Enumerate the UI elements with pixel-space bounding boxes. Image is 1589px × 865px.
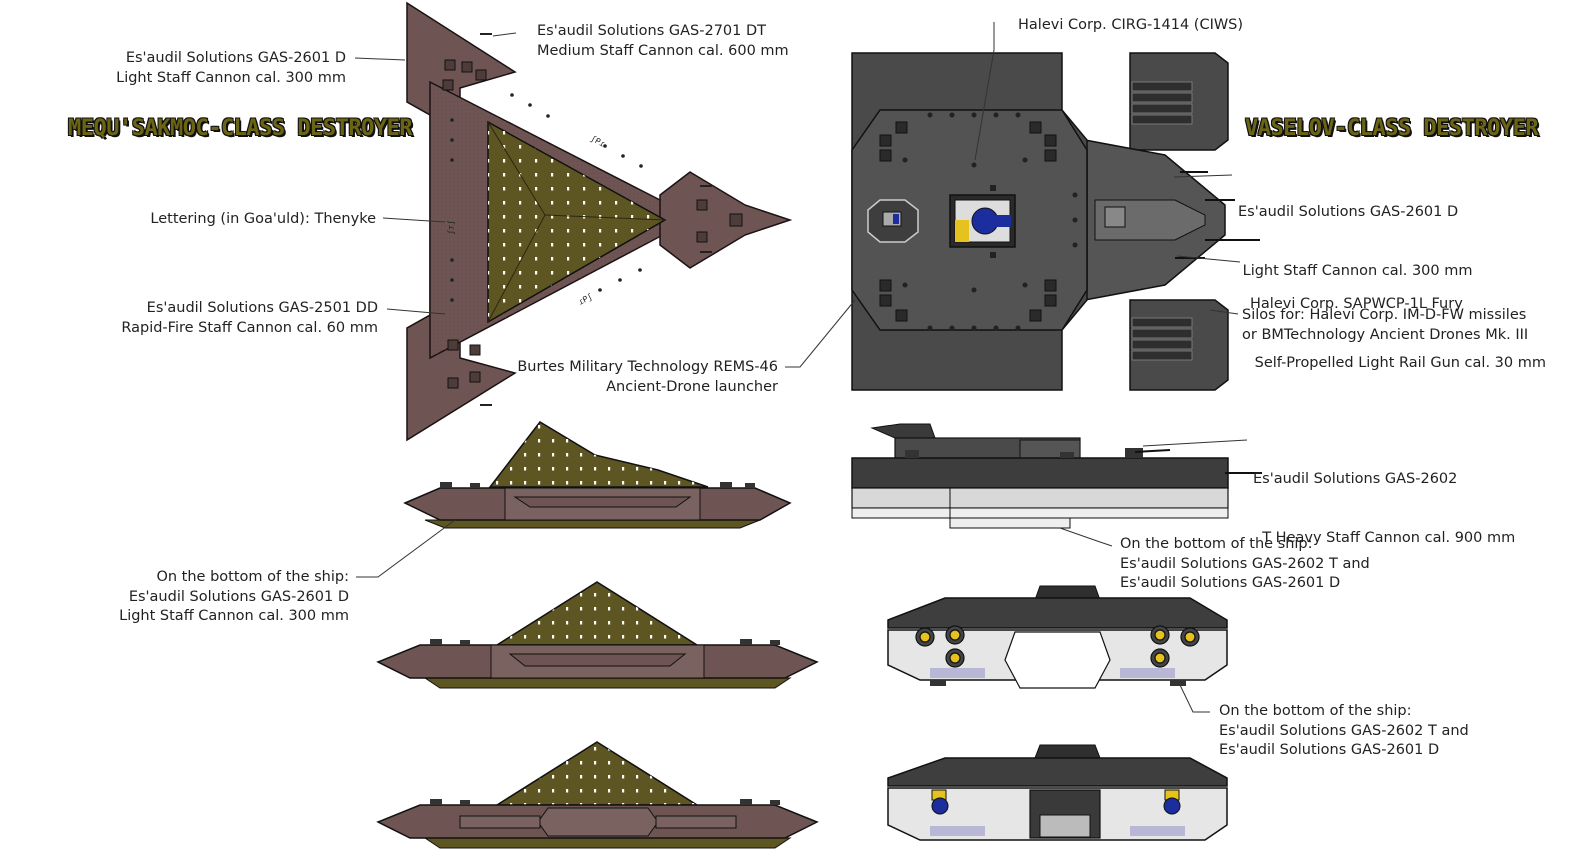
label-gas2501: Es'audil Solutions GAS-2501 DD Rapid-Fir… — [121, 300, 378, 336]
earth-front-wing — [887, 597, 1228, 629]
title-mequsakmoc: Mequ'sakmoc-class destroyer — [68, 116, 413, 141]
label-gas2701: Es'audil Solutions GAS-2701 DT Medium St… — [537, 23, 789, 59]
svg-text:ɾᑭʃ: ɾᑭʃ — [577, 292, 594, 307]
missile-silos-upper — [1131, 81, 1193, 125]
mequsakmoc-rear-view — [376, 741, 819, 849]
label-rems46: Burtes Military Technology REMS-46 Ancie… — [517, 359, 778, 395]
svg-text:ʃɾʃ: ʃɾʃ — [447, 220, 456, 235]
title-vaselov: Vaselov-class destroyer — [1245, 116, 1539, 141]
earth-hull-side — [851, 457, 1229, 489]
label-gas2601-left: Es'audil Solutions GAS-2601 D Light Staf… — [116, 50, 346, 86]
label-bottom-right-1: On the bottom of the ship: Es'audil Solu… — [1120, 536, 1370, 591]
earth-rear-wing — [887, 757, 1228, 787]
missile-silos-lower — [1131, 317, 1193, 361]
leader-lines — [354, 22, 1248, 713]
mequsakmoc-side-view — [403, 421, 792, 529]
label-cirg: Halevi Corp. CIRG-1414 (CIWS) — [1018, 17, 1244, 33]
vaselov-rear-view — [887, 744, 1228, 841]
label-bottom-left: On the bottom of the ship: Es'audil Solu… — [119, 569, 349, 624]
label-sapwcp: Halevi Corp. SAPWCP-1L Fury Self-Propell… — [1250, 296, 1546, 371]
label-gas2601-right: Es'audil Solutions GAS-2601 D Light Staf… — [1238, 204, 1473, 279]
mequsakmoc-top-view: ʃᑭɾ ɾᑭʃ ʃɾʃ — [406, 1, 793, 442]
goauld-prow — [659, 171, 793, 269]
mequsakmoc-front-view — [376, 581, 819, 689]
vaselov-front-view — [887, 585, 1228, 689]
vaselov-side-view — [851, 423, 1262, 529]
vaselov-top-view — [851, 52, 1260, 391]
label-lettering: Lettering (in Goa'uld): Thenyke — [150, 211, 376, 227]
label-bottom-right-2: On the bottom of the ship: Es'audil Solu… — [1219, 703, 1469, 758]
label-silos: Silos for: Halevi Corp. IM-D-FW missiles… — [1242, 307, 1529, 343]
label-gas2602: Es'audil Solutions GAS-2602 T Heavy Staf… — [1253, 471, 1516, 546]
